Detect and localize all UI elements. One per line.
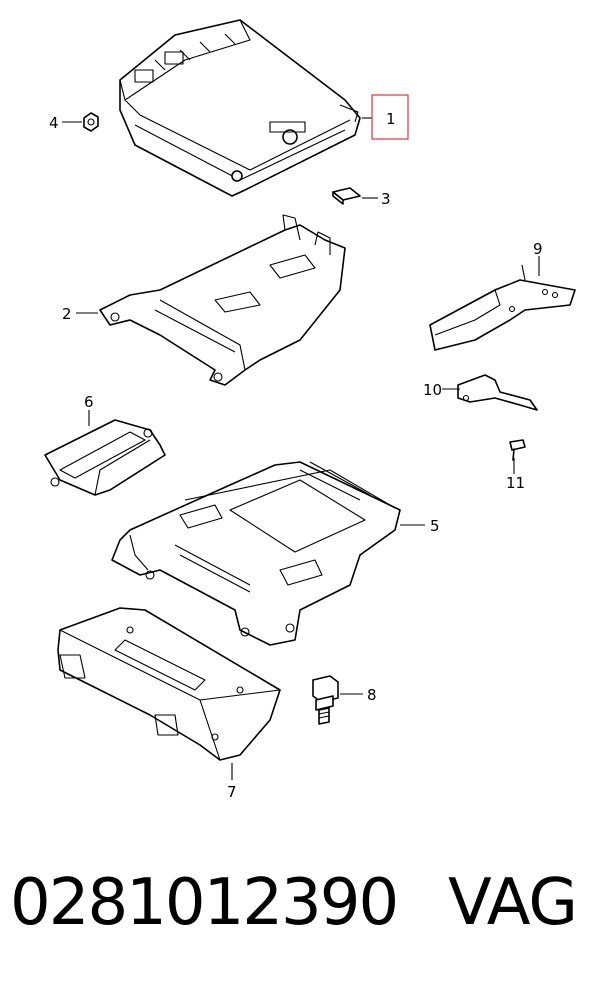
exploded-parts-diagram: 1 2 3 4 5 6 7 8 9 10 11 — [44, 19, 576, 801]
brand-name: VAG — [448, 866, 578, 940]
part-10-clip[interactable] — [457, 374, 538, 411]
part-11-screw[interactable] — [509, 439, 526, 461]
callout-1-highlight — [371, 94, 409, 140]
part-8-bolt[interactable] — [312, 675, 339, 725]
part-3-pad[interactable] — [332, 187, 361, 205]
callout-9[interactable]: 9 — [533, 240, 543, 258]
leader-lines — [62, 117, 540, 780]
part-number: 0281012390 — [10, 866, 399, 940]
part-9-mount-bracket[interactable] — [429, 264, 576, 351]
callout-8[interactable]: 8 — [367, 686, 377, 704]
part-7-tray[interactable] — [57, 607, 281, 761]
part-2-bracket[interactable] — [99, 214, 346, 386]
callout-3[interactable]: 3 — [381, 190, 391, 208]
callout-1[interactable]: 1 — [386, 110, 396, 128]
part-5-carrier-plate[interactable] — [111, 461, 401, 646]
part-6-holder[interactable] — [44, 419, 166, 496]
callout-7[interactable]: 7 — [227, 783, 237, 801]
part-1-control-unit[interactable] — [119, 19, 361, 197]
callout-2[interactable]: 2 — [62, 305, 72, 323]
part-4-nut[interactable] — [83, 112, 99, 132]
callout-10[interactable]: 10 — [423, 381, 442, 399]
callout-11[interactable]: 11 — [506, 474, 525, 492]
callout-6[interactable]: 6 — [84, 393, 94, 411]
callout-5[interactable]: 5 — [430, 517, 440, 535]
callout-4[interactable]: 4 — [49, 114, 59, 132]
